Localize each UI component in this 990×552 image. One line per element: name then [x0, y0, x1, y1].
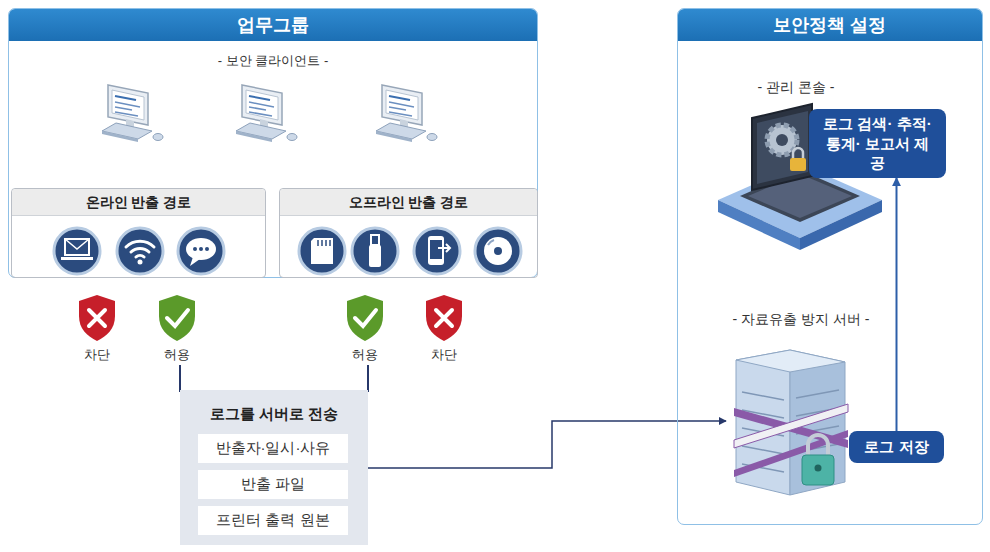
console-node: - 관리 콘솔 -로그 검색· 추적·통계· 보고서 제공	[716, 79, 876, 259]
shield-label: 허용	[352, 346, 378, 364]
node-text: 로그 검색· 추적·통계· 보고서 제공	[821, 114, 934, 173]
route-box: 온라인 반출 경로	[11, 188, 266, 278]
node-text: 반출자·일시·사유	[216, 439, 331, 458]
computer-icon	[236, 85, 297, 142]
panel-title: 업무그룹	[9, 9, 537, 41]
phone-glyph	[428, 236, 444, 265]
block-shield	[79, 295, 115, 341]
merge-bracket	[180, 365, 368, 391]
log-item: 프린터 출력 원본	[198, 506, 348, 535]
flow-arrow	[896, 178, 898, 431]
dlp-server	[734, 350, 848, 495]
node-caption: - 자료유출 방지 서버 -	[726, 311, 876, 329]
node-text: 온라인 반출 경로	[12, 189, 265, 216]
icon-circle	[178, 228, 224, 274]
feature-box: 로그 저장	[849, 431, 944, 463]
route-glyphs	[61, 235, 512, 267]
node-text: 로그를 서버로 전송	[180, 390, 368, 424]
log-box: 로그를 서버로 전송반출자·일시·사유반출 파일프린터 출력 원본	[180, 390, 368, 545]
feature-box: 로그 검색· 추적·통계· 보고서 제공	[809, 109, 946, 178]
shield-label: 차단	[431, 346, 457, 364]
cd-glyph	[484, 237, 512, 265]
laptop-glyph	[65, 239, 89, 255]
block-shield	[426, 295, 462, 341]
shield-label: 차단	[84, 346, 110, 364]
policy-shields	[79, 295, 462, 341]
icon-circle	[475, 228, 521, 274]
panel-title: 보안정책 설정	[678, 9, 982, 41]
icon-circle	[352, 228, 398, 274]
node-text: 오프라인 반출 경로	[280, 189, 537, 216]
route-icons	[54, 228, 521, 274]
allow-shield	[347, 295, 383, 341]
group-panel: 업무그룹온라인 반출 경로 오프라인 반출 경로	[8, 8, 538, 278]
log-item: 반출자·일시·사유	[198, 434, 348, 463]
group-caption: - 보안 클라이언트 -	[218, 52, 329, 70]
node-text: 로그 저장	[864, 437, 928, 457]
icon-circle	[299, 228, 345, 274]
shield-label: 허용	[164, 346, 190, 364]
computer-icon	[376, 85, 437, 142]
route-box: 오프라인 반출 경로	[279, 188, 538, 278]
node-text: 반출 파일	[241, 475, 305, 494]
log-item: 반출 파일	[198, 470, 348, 499]
server-node: - 자료유출 방지 서버 -로그 저장	[726, 311, 876, 501]
wifi-glyph	[126, 241, 154, 257]
flow-arrow	[368, 421, 726, 468]
icon-circle	[117, 228, 163, 274]
usb-glyph	[369, 245, 381, 267]
node-caption: - 관리 콘솔 -	[716, 79, 876, 97]
allow-shield	[159, 295, 195, 341]
policy-panel: 보안정책 설정- 관리 콘솔 -로그 검색· 추적·통계· 보고서 제공- 자료…	[677, 8, 983, 525]
node-text: 프린터 출력 원본	[216, 511, 329, 530]
sdcard-glyph	[311, 238, 333, 264]
icon-circle	[414, 228, 460, 274]
icon-circle	[54, 228, 100, 274]
computer-icon	[102, 85, 163, 142]
client-computers	[102, 85, 437, 142]
chat-glyph	[186, 238, 216, 260]
